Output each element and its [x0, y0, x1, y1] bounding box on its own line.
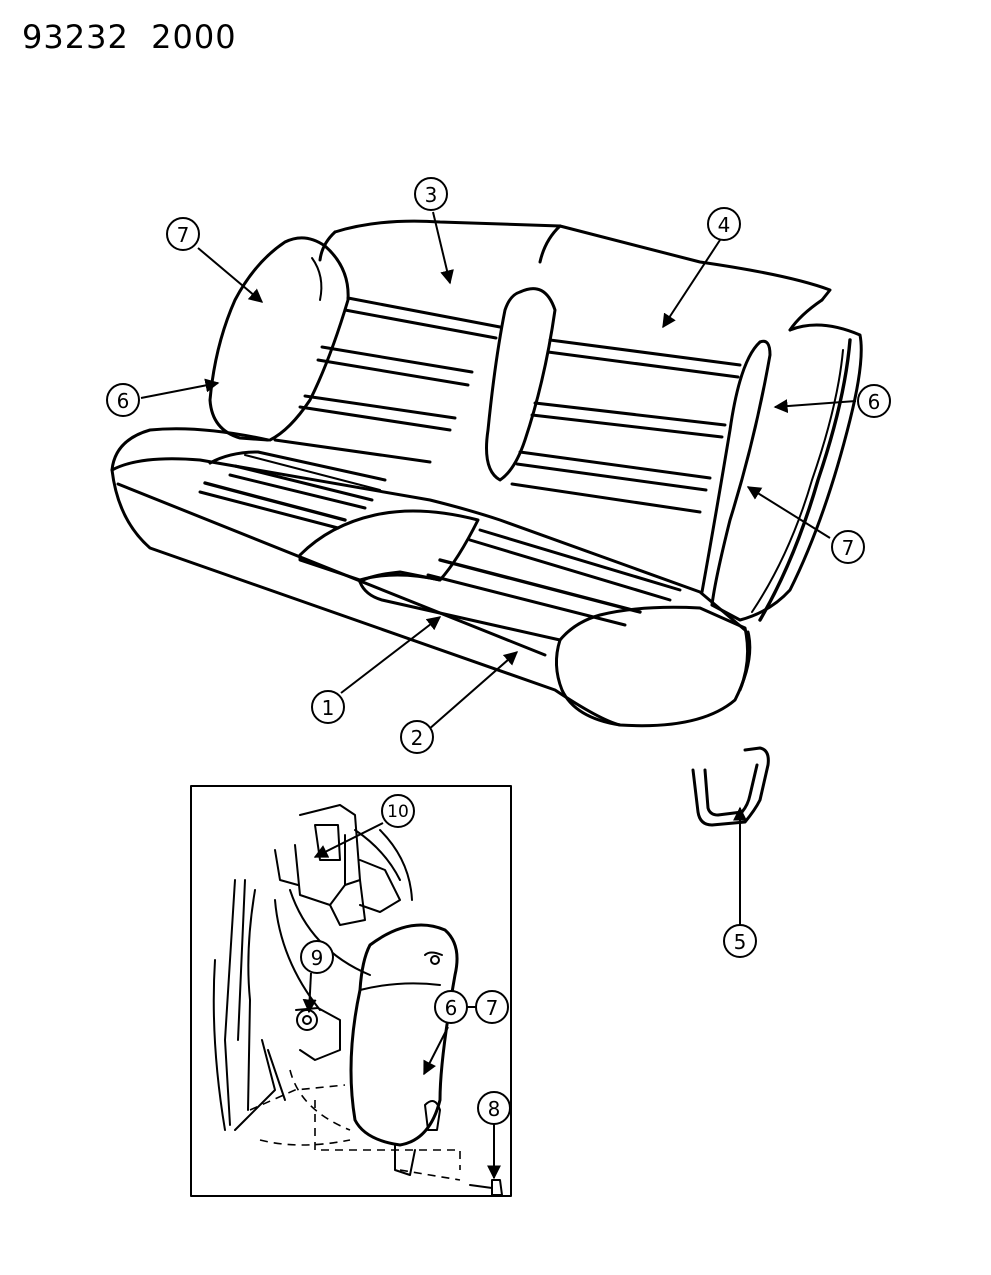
svg-text:1: 1: [322, 696, 335, 720]
right-back-panel: [510, 338, 742, 514]
leader-7-left: [197, 247, 264, 303]
callout-5: 5: [723, 924, 757, 958]
leader-1: [340, 616, 442, 694]
callout-7-right: 7: [831, 530, 865, 564]
svg-text:3: 3: [425, 183, 438, 207]
svg-text:10: 10: [387, 802, 409, 822]
svg-text:5: 5: [734, 930, 747, 954]
svg-text:8: 8: [488, 1097, 501, 1121]
detail-inset: [190, 785, 512, 1197]
svg-text:4: 4: [718, 213, 731, 237]
svg-text:9: 9: [311, 946, 324, 970]
leader-2: [427, 651, 519, 731]
svg-text:7: 7: [486, 996, 499, 1020]
callout-1: 1: [311, 690, 345, 724]
callout-10: 10: [381, 794, 415, 828]
center-bolster: [485, 287, 557, 482]
svg-text:6: 6: [117, 389, 130, 413]
svg-text:6: 6: [445, 996, 458, 1020]
callout-3: 3: [414, 177, 448, 211]
leader-3: [432, 211, 454, 285]
svg-text:7: 7: [842, 536, 855, 560]
callout-9: 9: [300, 940, 334, 974]
callout-7-inset: 7: [475, 990, 509, 1024]
svg-text:7: 7: [177, 223, 190, 247]
welt-bracket: [691, 746, 770, 827]
callout-6-left: 6: [106, 383, 140, 417]
leader-4: [662, 239, 721, 329]
leader-6-left: [140, 378, 220, 399]
right-bolster: [700, 323, 863, 622]
seat-cushion: [110, 427, 752, 728]
callout-4: 4: [707, 207, 741, 241]
left-bolster: [208, 236, 350, 442]
figure-number: 93232 2000: [22, 18, 237, 56]
callout-6-right: 6: [857, 384, 891, 418]
seat-back: [318, 219, 832, 332]
leader-6-right: [773, 399, 857, 414]
left-back-panel: [273, 296, 502, 464]
callout-2: 2: [400, 720, 434, 754]
callout-8: 8: [477, 1091, 511, 1125]
svg-text:6: 6: [868, 390, 881, 414]
leader-6-7: [423, 1026, 449, 1076]
callout-7-left: 7: [166, 217, 200, 251]
leader-10: [313, 822, 384, 858]
svg-text:2: 2: [411, 726, 424, 750]
leader-9: [302, 972, 317, 1014]
leader-lines: [140, 211, 857, 1180]
callout-6-inset: 6: [434, 990, 468, 1024]
leader-7-right: [746, 486, 831, 539]
